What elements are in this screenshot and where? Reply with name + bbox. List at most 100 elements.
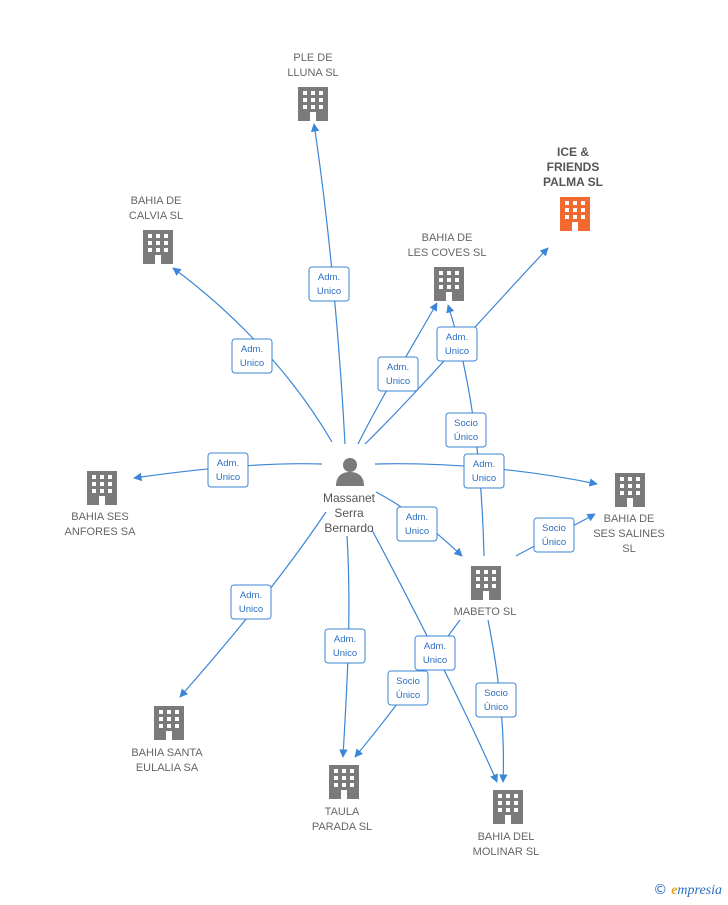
edges <box>133 123 598 783</box>
node-label-line: PLE DE <box>293 52 332 64</box>
node-bahia-de-ses-salines[interactable]: BAHIA DE SES SALINES SL <box>593 473 665 555</box>
building-icon <box>298 87 328 121</box>
edge-label-text: Único <box>396 690 420 701</box>
node-label-line: MABETO SL <box>454 606 517 618</box>
node-bahia-de-calvia[interactable]: BAHIA DE CALVIA SL <box>129 195 183 264</box>
node-label-line: LLUNA SL <box>287 67 338 79</box>
edge-label-text: Unico <box>472 473 496 484</box>
edge-label-taula: Adm. Unico <box>324 628 366 664</box>
edge-label-text: Adm. <box>473 459 495 470</box>
edge-label-text: Unico <box>239 604 263 615</box>
edge-label-box <box>377 356 419 392</box>
node-label-line: BAHIA SES <box>71 511 128 523</box>
edge-label-text: Unico <box>317 286 341 297</box>
edge-label-box <box>387 670 429 706</box>
node-label-line: SES SALINES <box>593 528 665 540</box>
brand-name: mpresia <box>677 883 722 898</box>
node-ice-friends-palma[interactable]: ICE & FRIENDS PALMA SL <box>543 145 603 231</box>
node-label-line: BAHIA DE <box>604 513 655 525</box>
node-bahia-santa-eulalia[interactable]: BAHIA SANTA EULALIA SA <box>131 706 203 774</box>
node-label-line: EULALIA SA <box>136 762 199 774</box>
edge-label-mabeto: Adm. Unico <box>396 506 438 542</box>
edge-label-text: Adm. <box>217 458 239 469</box>
node-label-line: BAHIA DE <box>422 232 473 244</box>
node-label-line: SL <box>622 543 635 555</box>
edge-label-text: Adm. <box>318 272 340 283</box>
edge-label-text: Unico <box>240 358 264 369</box>
edge-label-molinar: Adm. Unico <box>414 635 456 671</box>
edge-label-box <box>475 682 517 718</box>
edge-label-box <box>445 412 487 448</box>
node-label-line: BAHIA DEL <box>478 831 535 843</box>
edge-label-box <box>230 584 272 620</box>
edge-label-coves: Adm. Unico <box>377 356 419 392</box>
edge-label-box <box>231 338 273 374</box>
edge-label-text: Socio <box>542 523 566 534</box>
edge-label-text: Adm. <box>406 512 428 523</box>
edge-label-box <box>308 266 350 302</box>
edge-label-anfores: Adm. Unico <box>207 452 249 488</box>
edge-label-text: Adm. <box>424 641 446 652</box>
building-icon <box>434 267 464 301</box>
edge-label-text: Único <box>484 702 508 713</box>
edge-label-text: Socio <box>454 418 478 429</box>
edge-label-text: Único <box>454 432 478 443</box>
building-icon <box>154 706 184 740</box>
node-label-line: BAHIA DE <box>131 195 182 207</box>
edge-label-text: Unico <box>405 526 429 537</box>
edge-label-text: Unico <box>333 648 357 659</box>
edge-label-text: Unico <box>216 472 240 483</box>
node-person-massanet-serra-bernardo[interactable]: Massanet Serra Bernardo <box>323 458 376 535</box>
building-icon <box>560 197 590 231</box>
building-icon <box>471 566 501 600</box>
node-label-line: LES COVES SL <box>408 247 487 259</box>
node-label-line: CALVIA SL <box>129 210 183 222</box>
node-label-line: ANFORES SA <box>65 526 137 538</box>
node-label-line: PARADA SL <box>312 821 372 833</box>
building-icon <box>87 471 117 505</box>
person-label-line: Bernardo <box>324 521 374 535</box>
node-bahia-ses-anfores[interactable]: BAHIA SES ANFORES SA <box>65 471 137 538</box>
building-icon <box>143 230 173 264</box>
brand-initial: e <box>671 883 678 898</box>
node-label-line: PALMA SL <box>543 175 603 189</box>
edge-label-text: Adm. <box>241 344 263 355</box>
edge-label-box <box>436 326 478 362</box>
person-icon <box>336 458 364 486</box>
edge-label-text: Adm. <box>387 362 409 373</box>
node-label-line: ICE & <box>557 145 589 159</box>
node-mabeto[interactable]: MABETO SL <box>454 566 517 618</box>
building-icon <box>329 765 359 799</box>
person-label-line: Serra <box>334 506 364 520</box>
edge-label-text: Socio <box>484 688 508 699</box>
edge-label-ice: Adm.Unico <box>436 326 478 362</box>
edge-label-salines: Adm. Unico <box>463 453 505 489</box>
node-label-line: TAULA <box>325 806 360 818</box>
edge-label-text: Adm. <box>240 590 262 601</box>
edge-label-text: Adm. <box>446 332 468 343</box>
node-label-line: BAHIA SANTA <box>131 747 203 759</box>
copyright-icon: © <box>653 882 668 898</box>
edge-label-text: Socio <box>396 676 420 687</box>
edge-label-calvia: Adm. Unico <box>231 338 273 374</box>
node-label-line: MOLINAR SL <box>473 846 540 858</box>
edge-label-box <box>207 452 249 488</box>
empresia-logo: ©empresia <box>653 882 722 899</box>
node-label-line: FRIENDS <box>547 160 600 174</box>
node-ple-de-lluna[interactable]: PLE DE LLUNA SL <box>287 52 339 121</box>
person-label-line: Massanet <box>323 491 376 505</box>
building-icon <box>615 473 645 507</box>
edge-label-box <box>533 517 575 553</box>
edge-label-box <box>463 453 505 489</box>
node-bahia-del-molinar[interactable]: BAHIA DEL MOLINAR SL <box>473 790 540 858</box>
edge-label-text: Unico <box>423 655 447 666</box>
edge-label-eulalia: Adm. Unico <box>230 584 272 620</box>
edge-label-text: Unico <box>386 376 410 387</box>
node-taula-parada[interactable]: TAULA PARADA SL <box>312 765 372 833</box>
edge-label-text: Adm. <box>334 634 356 645</box>
node-bahia-de-les-coves[interactable]: BAHIA DE LES COVES SL <box>408 232 487 301</box>
